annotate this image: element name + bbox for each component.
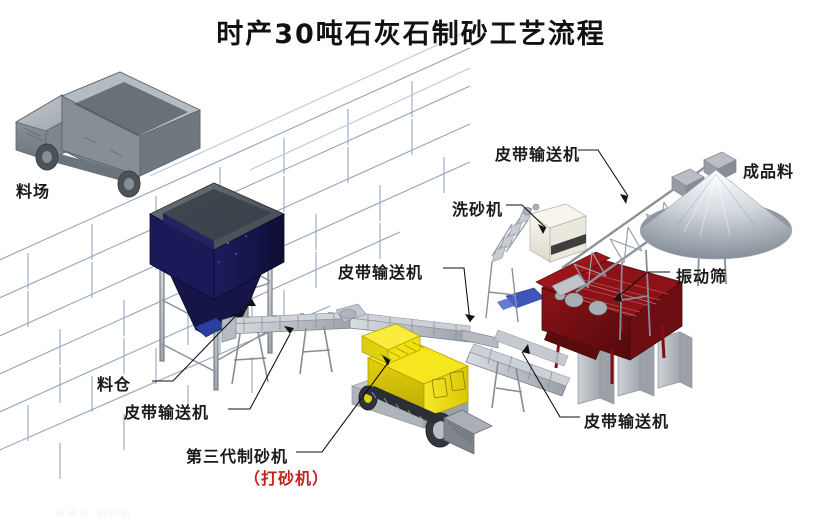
label-vibrating-screen: 振动筛 xyxy=(676,267,728,286)
sand-washer-unit xyxy=(485,203,587,323)
label-sand-washer: 洗砂机 xyxy=(452,200,504,219)
label-leader-arrows xyxy=(246,194,628,366)
label-belt-conveyor-4: 皮带输送机 xyxy=(584,412,670,431)
label-belt-conveyor-3: 皮带输送机 xyxy=(495,145,581,164)
belt-conveyor-1 xyxy=(221,311,357,385)
label-finished-product: 成品料 xyxy=(743,162,795,181)
belt-conveyor-4 xyxy=(465,329,571,413)
label-belt-conveyor-1: 皮带输送机 xyxy=(124,403,210,422)
label-stockyard: 料场 xyxy=(16,182,51,201)
label-sand-maker-alt: （打砂机） xyxy=(244,469,330,488)
label-leader-lines xyxy=(152,149,670,453)
product-stockpile xyxy=(639,169,793,260)
dump-truck xyxy=(15,71,201,198)
label-belt-conveyor-2: 皮带输送机 xyxy=(338,263,424,282)
label-silo: 料仓 xyxy=(97,375,132,394)
feed-hopper xyxy=(149,182,286,391)
watermark-text: 破碎机 制砂机 xyxy=(55,509,133,520)
label-sand-maker: 第三代制砂机 xyxy=(186,447,289,466)
sand-making-machine xyxy=(350,323,493,455)
page-title: 时产30吨石灰石制砂工艺流程 xyxy=(216,19,606,50)
